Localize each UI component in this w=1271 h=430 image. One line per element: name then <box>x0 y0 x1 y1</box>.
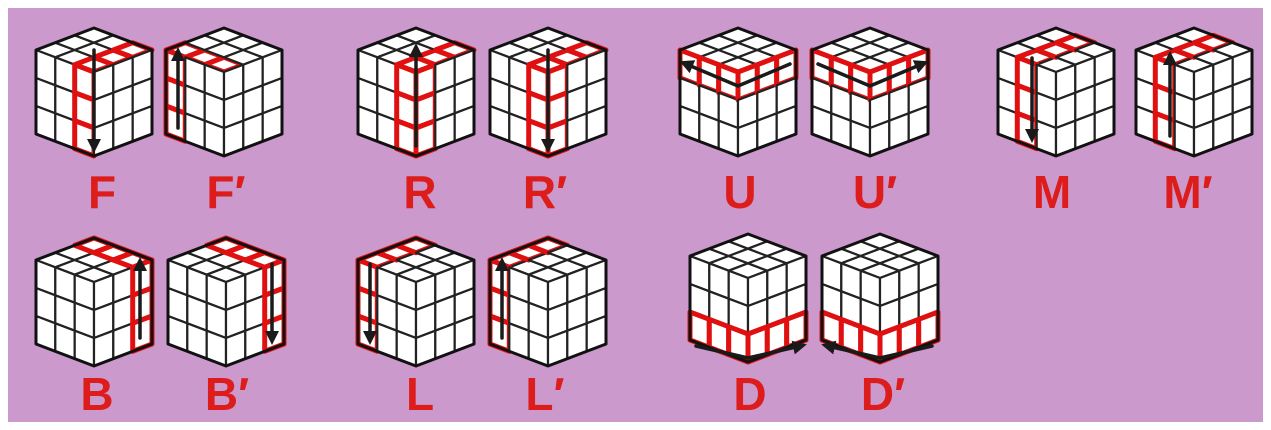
move-label-F: F <box>88 166 116 218</box>
cube-Dp <box>822 234 938 362</box>
cube-D <box>690 234 806 362</box>
move-label-U: U <box>723 166 756 218</box>
move-label-Lp: L′ <box>525 368 564 420</box>
cube-M <box>998 28 1114 156</box>
cube-Rp <box>490 28 606 156</box>
move-label-Dp: D′ <box>861 368 905 420</box>
move-label-Rp: R′ <box>523 166 567 218</box>
cube-F <box>36 28 152 156</box>
move-label-M: M <box>1033 166 1071 218</box>
cube-Fp <box>166 28 282 156</box>
move-label-Fp: F′ <box>206 166 245 218</box>
cube-Up <box>812 28 928 156</box>
move-label-Mp: M′ <box>1163 166 1212 218</box>
move-label-D: D <box>733 368 766 420</box>
cube-L <box>358 238 474 366</box>
move-label-Up: U′ <box>853 166 897 218</box>
cube-R <box>358 28 474 156</box>
cube-Bp <box>168 238 284 366</box>
cube-U <box>680 28 796 156</box>
move-label-B: B <box>80 368 113 420</box>
move-label-R: R <box>403 166 436 218</box>
move-label-L: L <box>406 368 434 420</box>
cube-Lp <box>490 238 606 366</box>
move-label-Bp: B′ <box>205 368 249 420</box>
cube-Mp <box>1136 28 1252 156</box>
cube-B <box>36 238 152 366</box>
